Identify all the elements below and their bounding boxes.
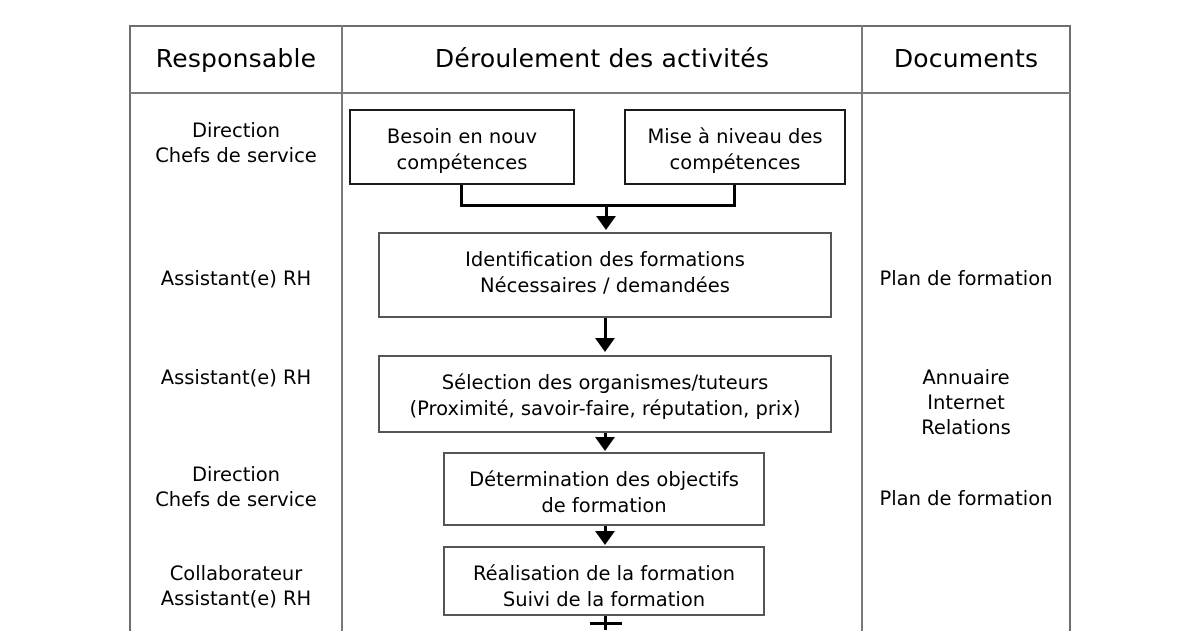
responsable-row-2: Assistant(e) RH bbox=[160, 267, 312, 290]
process-box-realisation-formation: Réalisation de la formation Suivi de la … bbox=[443, 546, 765, 616]
process-box-identification-formations: Identification des formations Nécessaire… bbox=[378, 232, 832, 318]
process-box-selection-organismes: Sélection des organismes/tuteurs (Proxim… bbox=[378, 355, 832, 433]
arrowhead-to-realisation bbox=[595, 531, 615, 545]
table-frame bbox=[129, 25, 1071, 631]
process-box-determination-objectifs: Détermination des objectifs de formation bbox=[443, 452, 765, 526]
column-header-documents: Documents bbox=[893, 44, 1039, 73]
responsable-row-4: Direction Chefs de service bbox=[155, 463, 317, 511]
process-box-mise-a-niveau-competences: Mise à niveau des compétences bbox=[624, 109, 846, 185]
connector-identification-selection bbox=[604, 318, 607, 342]
connector-merge-drop bbox=[605, 204, 608, 220]
process-box-besoin-nouvelles-competences: Besoin en nouv compétences bbox=[349, 109, 575, 185]
column-divider-documents bbox=[861, 25, 863, 631]
document-row-3: Annuaire Internet Relations bbox=[921, 366, 1011, 439]
connector-stem-mise bbox=[733, 185, 736, 207]
responsable-row-1: Direction Chefs de service bbox=[155, 119, 317, 167]
responsable-row-3: Assistant(e) RH bbox=[160, 366, 312, 389]
document-row-2: Plan de formation bbox=[879, 267, 1053, 290]
column-header-deroulement: Déroulement des activités bbox=[434, 44, 770, 73]
connector-realisation-cap bbox=[590, 622, 622, 625]
connector-stem-besoin bbox=[460, 185, 463, 207]
arrowhead-to-selection bbox=[595, 338, 615, 352]
responsable-row-5: Collaborateur Assistant(e) RH bbox=[160, 562, 312, 610]
arrowhead-to-determination bbox=[595, 437, 615, 451]
arrowhead-to-identification bbox=[596, 216, 616, 230]
document-row-4: Plan de formation bbox=[879, 487, 1053, 510]
connector-merge-bar bbox=[460, 204, 736, 207]
column-header-responsable: Responsable bbox=[155, 44, 317, 73]
column-divider-responsable bbox=[341, 25, 343, 631]
header-row-divider bbox=[129, 92, 1071, 94]
